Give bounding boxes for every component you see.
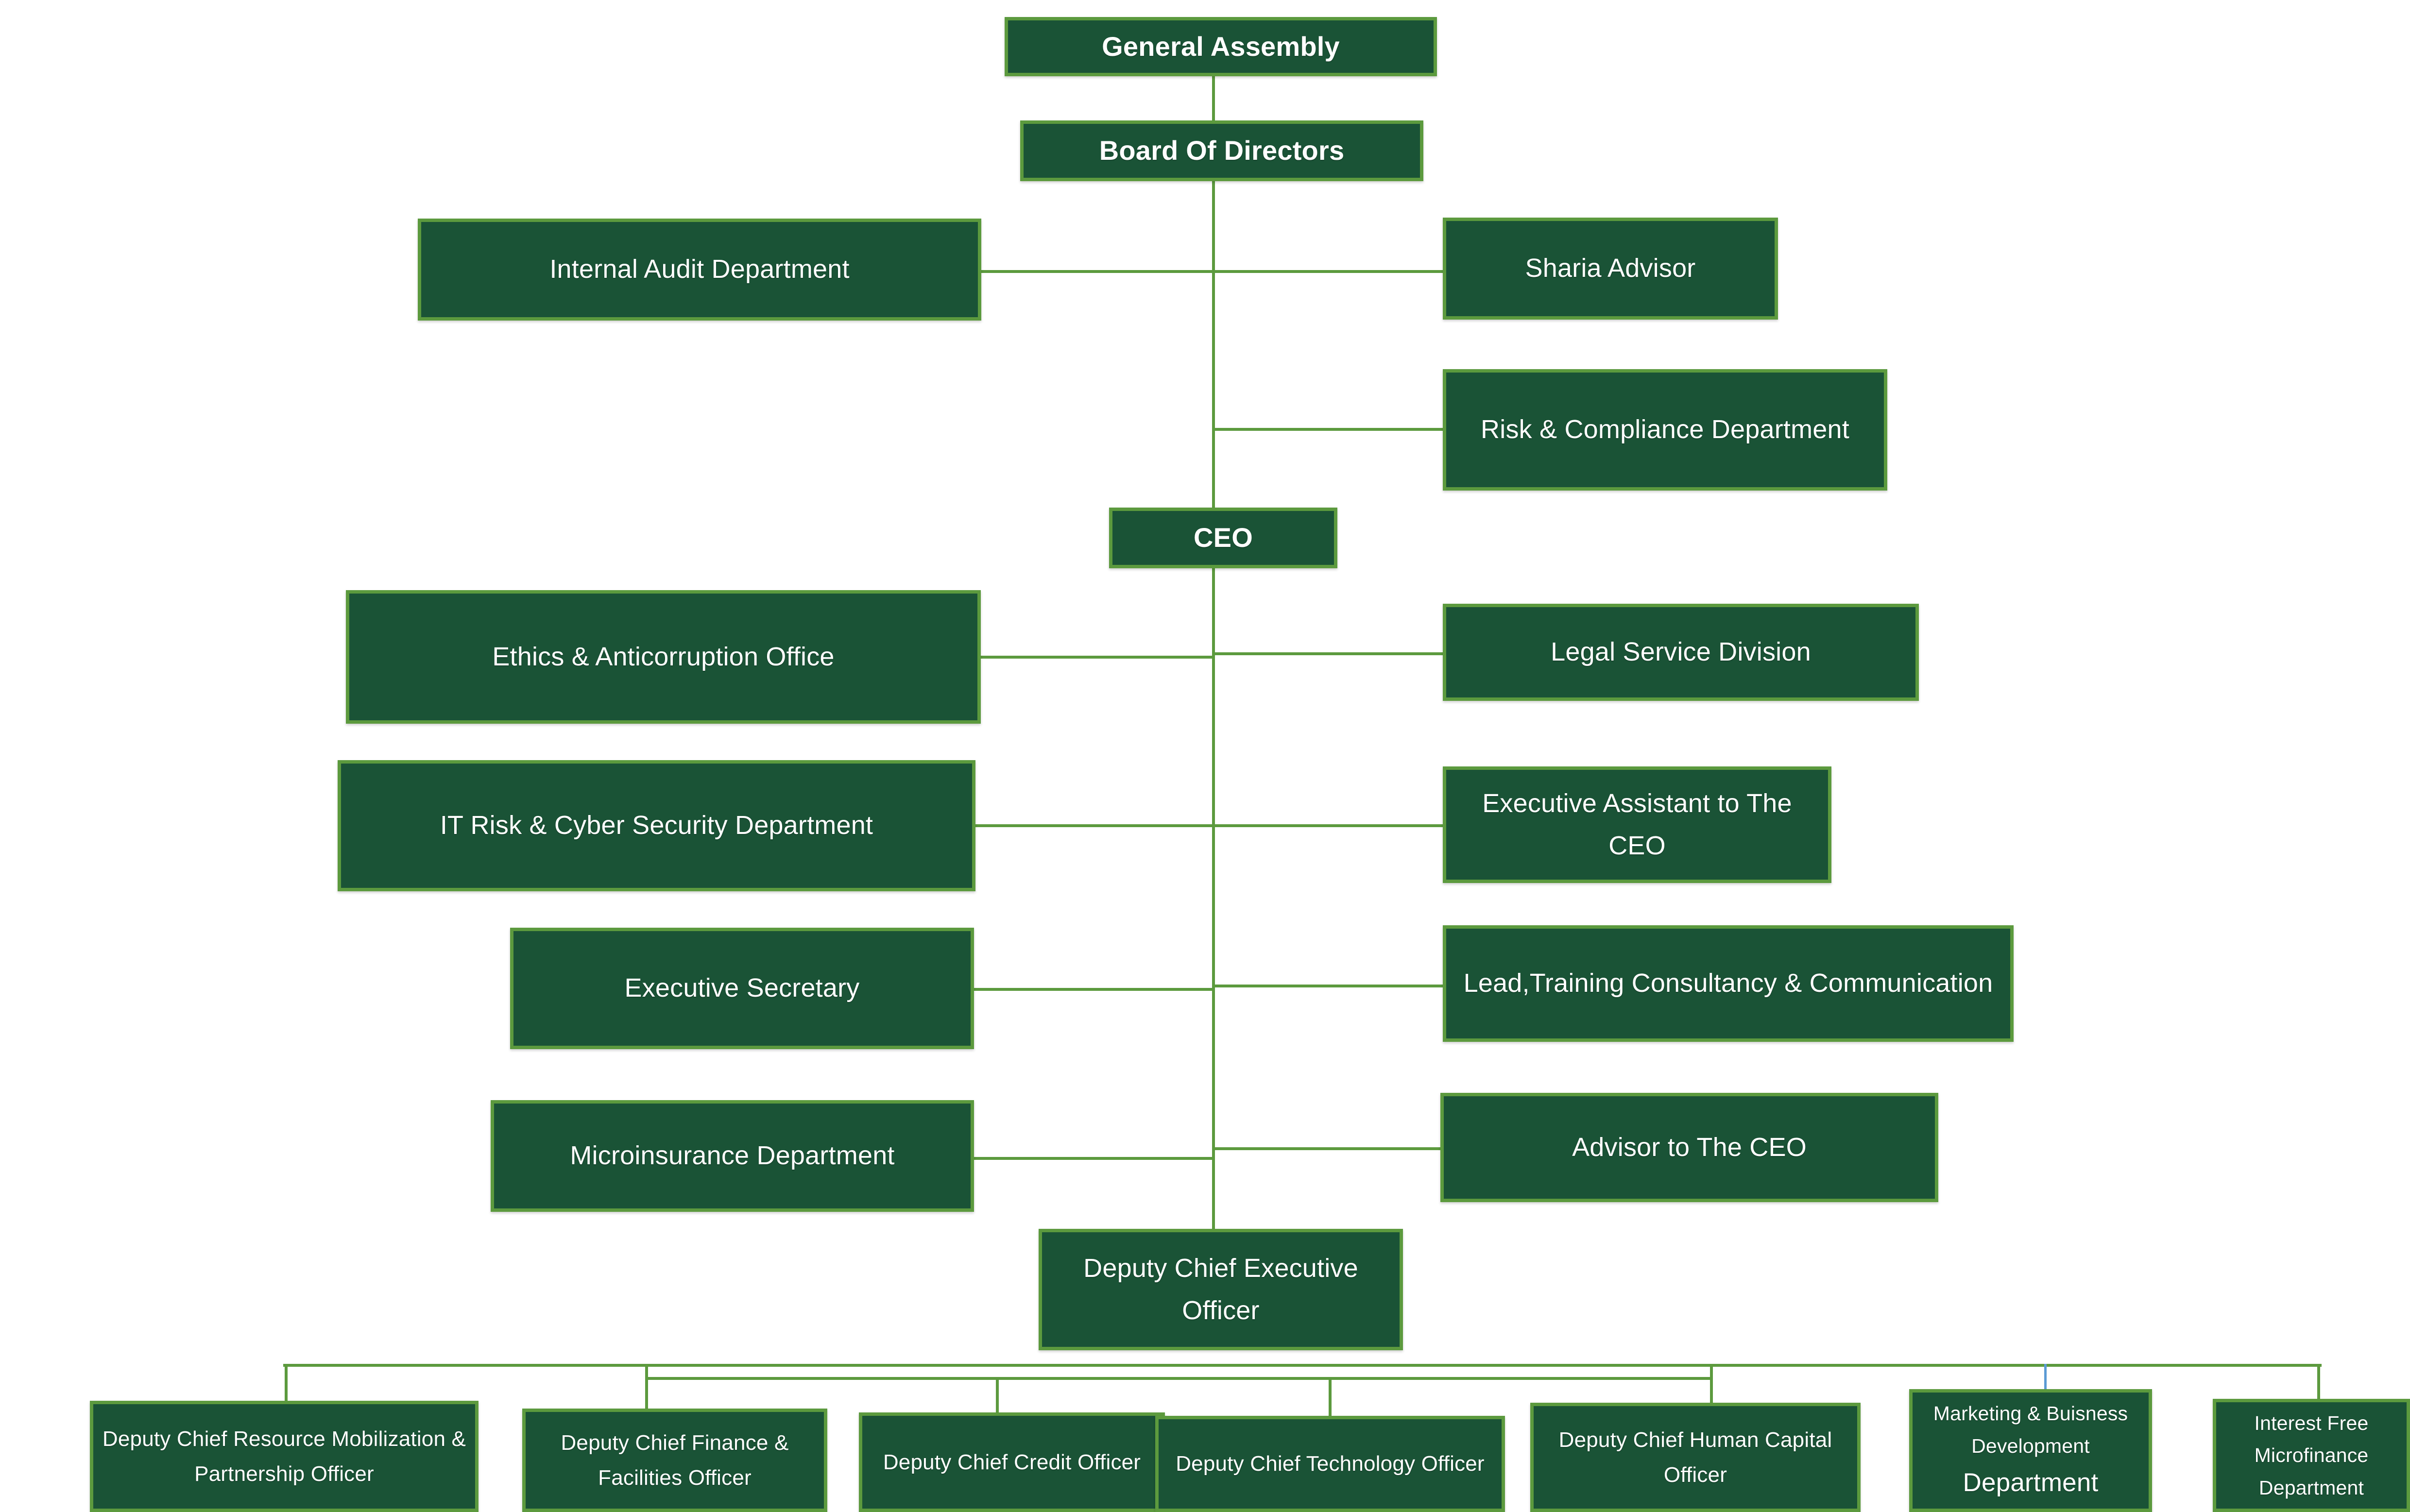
- node-interest-free-microfinance-label: Interest Free Microfinance Department: [2254, 1411, 2369, 1499]
- connector-drop-technology: [1329, 1377, 1332, 1418]
- node-ethics-anticorruption-label: Ethics & Anticorruption Office: [492, 642, 835, 671]
- node-dc-technology[interactable]: Deputy Chief Technology Officer: [1155, 1416, 1505, 1512]
- connector-trunk-ga-to-board: [1212, 75, 1215, 121]
- node-dc-technology-label: Deputy Chief Technology Officer: [1176, 1452, 1485, 1476]
- connector-drop-credit: [996, 1377, 999, 1415]
- connector-ceo-right-execassistant: [1212, 824, 1445, 827]
- node-executive-assistant[interactable]: Executive Assistant to The CEO: [1443, 766, 1831, 883]
- node-internal-audit[interactable]: Internal Audit Department: [418, 219, 981, 321]
- connector-bus-lower: [646, 1377, 1712, 1380]
- node-ethics-anticorruption[interactable]: Ethics & Anticorruption Office: [346, 590, 981, 724]
- node-it-risk-cyber-label: IT Risk & Cyber Security Department: [440, 811, 873, 840]
- connector-board-right-sharia: [1212, 270, 1445, 273]
- node-sharia-advisor-label: Sharia Advisor: [1525, 254, 1696, 283]
- node-ceo[interactable]: CEO: [1109, 508, 1337, 568]
- node-advisor-ceo[interactable]: Advisor to The CEO: [1440, 1093, 1938, 1202]
- node-executive-assistant-label: Executive Assistant to The CEO: [1482, 788, 1792, 860]
- node-it-risk-cyber[interactable]: IT Risk & Cyber Security Department: [338, 760, 975, 891]
- node-lead-training-label: Lead,Training Consultancy & Communicatio…: [1463, 968, 1993, 998]
- connector-drop-resource-mobilization: [285, 1364, 288, 1404]
- node-internal-audit-label: Internal Audit Department: [549, 255, 850, 284]
- node-legal-service-label: Legal Service Division: [1551, 637, 1811, 667]
- node-dc-credit[interactable]: Deputy Chief Credit Officer: [859, 1412, 1165, 1512]
- node-dc-finance-facilities-label: Deputy Chief Finance & Facilities Office…: [561, 1431, 789, 1490]
- node-sharia-advisor[interactable]: Sharia Advisor: [1443, 218, 1778, 320]
- node-dc-resource-mobilization-label: Deputy Chief Resource Mobilization & Par…: [102, 1427, 466, 1486]
- node-general-assembly-label: General Assembly: [1102, 31, 1340, 62]
- node-interest-free-microfinance[interactable]: Interest Free Microfinance Department: [2213, 1399, 2410, 1512]
- node-risk-compliance-label: Risk & Compliance Department: [1481, 415, 1849, 444]
- node-dc-credit-label: Deputy Chief Credit Officer: [883, 1450, 1141, 1474]
- node-microinsurance-label: Microinsurance Department: [570, 1141, 895, 1171]
- node-ceo-label: CEO: [1194, 522, 1253, 553]
- node-dc-human-capital[interactable]: Deputy Chief Human Capital Officer: [1530, 1403, 1861, 1512]
- node-board-of-directors[interactable]: Board Of Directors: [1020, 120, 1423, 181]
- connector-ceo-right-legal: [1212, 652, 1445, 655]
- marketing-line-1: Marketing & Buisness: [1933, 1402, 2128, 1425]
- connector-board-left-internal-audit: [981, 270, 1214, 273]
- connector-drop-interest-free: [2317, 1364, 2320, 1403]
- node-board-of-directors-label: Board Of Directors: [1099, 135, 1345, 166]
- node-executive-secretary[interactable]: Executive Secretary: [510, 928, 974, 1049]
- node-general-assembly[interactable]: General Assembly: [1005, 17, 1437, 76]
- connector-ceo-left-ethics: [980, 656, 1214, 659]
- connector-board-right-risk-compliance: [1212, 428, 1445, 431]
- node-deputy-ceo[interactable]: Deputy Chief Executive Officer: [1039, 1229, 1403, 1350]
- connector-ceo-left-microinsurance: [971, 1157, 1214, 1160]
- node-microinsurance[interactable]: Microinsurance Department: [491, 1100, 974, 1212]
- node-dc-human-capital-label: Deputy Chief Human Capital Officer: [1558, 1428, 1832, 1487]
- node-risk-compliance[interactable]: Risk & Compliance Department: [1443, 369, 1887, 491]
- connector-drop-human-capital: [1710, 1364, 1713, 1405]
- node-dc-finance-facilities[interactable]: Deputy Chief Finance & Facilities Office…: [522, 1409, 827, 1512]
- node-lead-training[interactable]: Lead,Training Consultancy & Communicatio…: [1443, 925, 2014, 1042]
- connector-drop-finance-facilities: [645, 1364, 648, 1411]
- marketing-line-2: Development: [1971, 1434, 2090, 1457]
- marketing-line-3: Department: [1963, 1468, 2099, 1497]
- connector-ceo-left-itrisk: [974, 824, 1214, 827]
- node-legal-service[interactable]: Legal Service Division: [1443, 604, 1919, 701]
- connector-ceo-left-secretary: [971, 988, 1214, 991]
- connector-trunk-board-to-deputy: [1212, 180, 1215, 1231]
- connector-ceo-right-advisor: [1212, 1147, 1445, 1150]
- connector-ceo-right-leadtraining: [1212, 985, 1445, 987]
- connector-bus-upper: [283, 1364, 2322, 1367]
- node-deputy-ceo-label: Deputy Chief Executive Officer: [1083, 1253, 1358, 1325]
- node-executive-secretary-label: Executive Secretary: [624, 973, 860, 1003]
- node-dc-resource-mobilization[interactable]: Deputy Chief Resource Mobilization & Par…: [90, 1401, 479, 1512]
- node-advisor-ceo-label: Advisor to The CEO: [1572, 1132, 1807, 1162]
